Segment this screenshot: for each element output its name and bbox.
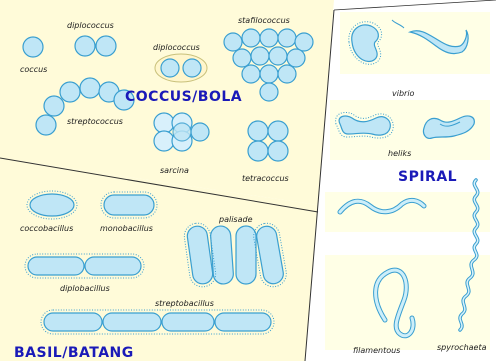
section-title-basil: BASIL/BATANG: [14, 345, 134, 361]
diplococcus-capsule-shape: [155, 54, 207, 82]
coccus-shape: [23, 37, 43, 57]
label-diplobacillus: diplobacillus: [60, 284, 110, 293]
label-coccus: coccus: [20, 65, 47, 74]
label-vibrio: vibrio: [392, 89, 415, 98]
label-filamentous: filamentous: [353, 346, 400, 355]
label-tetracoccus: tetracoccus: [242, 174, 289, 183]
label-palisade: palisade: [218, 215, 253, 224]
label-diplococcus-top: diplococcus: [67, 21, 114, 30]
label-stafilococcus: stafilococcus: [238, 16, 290, 25]
section-title-coccus: COCCUS/BOLA: [125, 89, 242, 105]
label-streptobacillus: streptobacillus: [155, 299, 214, 308]
label-sarcina: sarcina: [160, 166, 189, 175]
monobacillus-shape: [101, 192, 157, 218]
label-spyrochaeta: spyrochaeta: [437, 343, 487, 352]
label-monobacillus: monobacillus: [100, 224, 153, 233]
label-heliks: heliks: [388, 149, 411, 158]
label-diplococcus-capsule: diplococcus: [153, 43, 200, 52]
section-title-spiral: SPIRAL: [398, 169, 457, 185]
label-coccobacillus: coccobacillus: [20, 224, 73, 233]
label-streptococcus: streptococcus: [67, 117, 123, 126]
